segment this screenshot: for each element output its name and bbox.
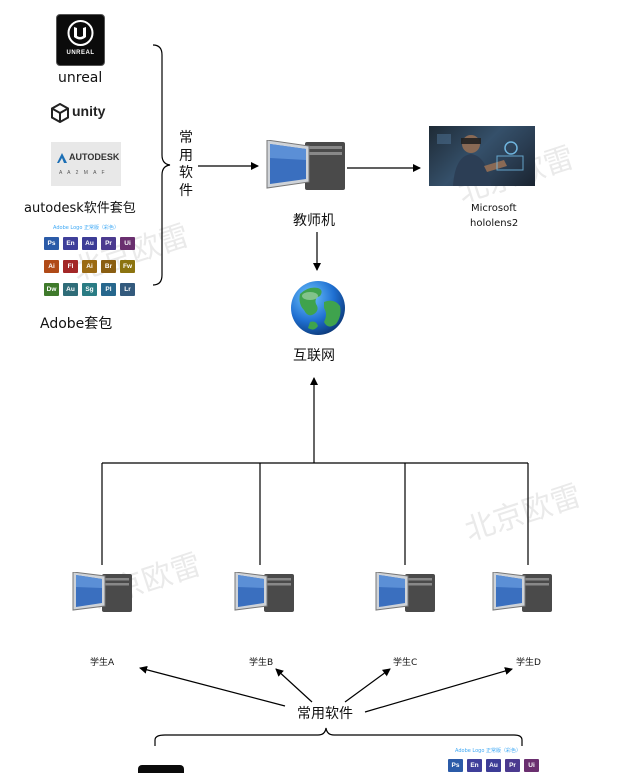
adobe-app-tile: Ui xyxy=(120,237,135,250)
hololens-label-line2: hololens2 xyxy=(470,218,519,229)
student-c-label: 学生C xyxy=(393,658,418,668)
bottom-logo-partial xyxy=(138,765,184,773)
adobe-app-tile: Ui xyxy=(524,759,539,772)
adobe-app-tile: Ps xyxy=(44,237,59,250)
arrow-software-to-a xyxy=(139,665,286,707)
bottom-adobe-header: Adobe Logo 正常版（彩色） xyxy=(455,748,521,754)
internet-label: 互联网 xyxy=(293,348,335,364)
unity-icon xyxy=(51,103,69,123)
hololens-user-icon xyxy=(437,134,524,186)
adobe-header: Adobe Logo 正常版（彩色） xyxy=(53,225,119,231)
adobe-app-tile: Ps xyxy=(448,759,463,772)
adobe-app-tile: Sg xyxy=(82,283,97,296)
autodesk-logo-text: AUTODESK xyxy=(69,152,120,162)
student-d-label: 学生D xyxy=(516,658,541,668)
unity-logo-text: unity xyxy=(72,103,106,119)
brace-label-char: 软 xyxy=(179,165,193,181)
hololens-photo xyxy=(429,126,535,186)
adobe-app-tile: Au xyxy=(63,283,78,296)
adobe-app-tile: Ai xyxy=(82,260,97,273)
unreal-icon xyxy=(67,20,94,46)
adobe-app-tile: Pr xyxy=(505,759,520,772)
adobe-app-tile: Ai xyxy=(44,260,59,273)
arrow-software-to-d xyxy=(364,667,513,713)
adobe-app-tile: Pl xyxy=(101,283,116,296)
unreal-logo-text: UNREAL xyxy=(66,50,95,56)
brace-label-char: 常 xyxy=(179,130,193,146)
brace-label: 常 用 软 件 xyxy=(178,130,194,200)
autodesk-label: autodesk软件套包 xyxy=(24,201,136,216)
teacher-computer-icon xyxy=(266,140,345,190)
unity-logo: unity xyxy=(50,102,110,124)
adobe-app-tile: En xyxy=(467,759,482,772)
adobe-label: Adobe套包 xyxy=(40,316,113,332)
adobe-app-tile: Br xyxy=(101,260,116,273)
arrow-software-to-c xyxy=(344,668,391,703)
adobe-app-tile: Au xyxy=(82,237,97,250)
autodesk-logo: AUTODESK A A 2 M A F xyxy=(51,142,121,186)
adobe-app-tile: En xyxy=(63,237,78,250)
adobe-app-tile: Pr xyxy=(101,237,116,250)
student-b-computer-icon xyxy=(234,572,294,612)
student-d-computer-icon xyxy=(492,572,552,612)
adobe-app-tile: Fw xyxy=(120,260,135,273)
hololens-label-line1: Microsoft xyxy=(471,203,517,214)
student-a-computer-icon xyxy=(72,572,132,612)
bottom-brace xyxy=(154,727,523,746)
brace-label-char: 用 xyxy=(179,147,193,164)
adobe-app-tile: Fl xyxy=(63,260,78,273)
student-b-label: 学生B xyxy=(249,658,274,668)
software-brace xyxy=(152,44,171,286)
unreal-label: unreal xyxy=(58,70,103,86)
arrow-software-to-b xyxy=(275,668,313,703)
adobe-app-tile: Lr xyxy=(120,283,135,296)
autodesk-icon xyxy=(57,153,67,163)
globe-icon xyxy=(291,281,345,335)
student-a-label: 学生A xyxy=(90,658,115,668)
unreal-logo: UNREAL xyxy=(56,14,105,66)
adobe-app-tile: Dw xyxy=(44,283,59,296)
brace-label-char: 件 xyxy=(179,182,193,199)
adobe-app-tile: Au xyxy=(486,759,501,772)
autodesk-logo-subtext: A A 2 M A F xyxy=(59,170,107,176)
teacher-label: 教师机 xyxy=(293,213,335,229)
common-software-label: 常用软件 xyxy=(297,706,353,722)
bottom-adobe-logo-grid: Ps En Au Pr Ui xyxy=(448,759,539,772)
student-c-computer-icon xyxy=(375,572,435,612)
